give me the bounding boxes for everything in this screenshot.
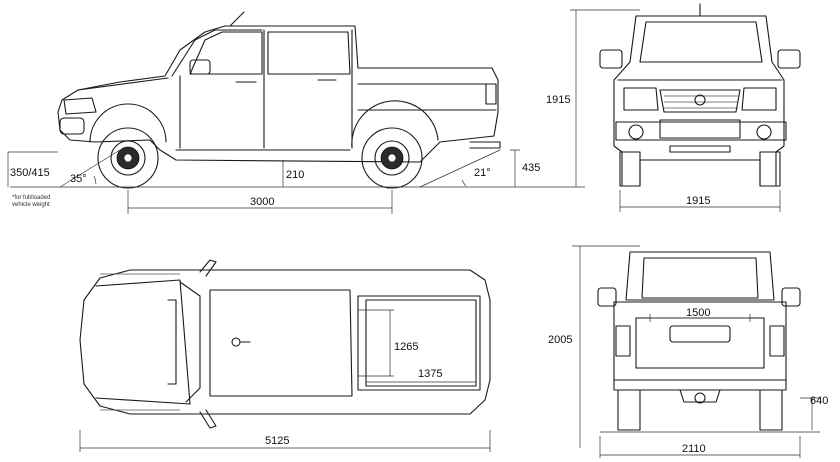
footnote-line1: *for full/loaded <box>12 195 50 201</box>
departure-angle-label: 21° <box>474 167 491 179</box>
bed-length-label: 1375 <box>418 368 442 380</box>
min-clearance-label: 210 <box>286 169 304 181</box>
front-view <box>570 3 801 212</box>
ground-clearance-label: 350/415 <box>10 167 50 179</box>
bed-width-label: 1265 <box>394 341 418 353</box>
side-view <box>7 11 585 214</box>
overall-length-label: 5125 <box>265 435 289 447</box>
hitch-height-label: 640 <box>810 395 828 407</box>
footnote-line2: vehicle weight <box>12 202 50 208</box>
height-rear-label: 2005 <box>548 334 572 346</box>
wheelbase-label: 3000 <box>250 196 274 208</box>
height-label: 1915 <box>546 94 570 106</box>
rear-view <box>572 245 820 458</box>
width-rear-label: 2110 <box>682 443 706 455</box>
width-front-label: 1915 <box>686 195 710 207</box>
cab-rear-width-label: 1500 <box>686 307 710 319</box>
rear-clearance-label: 435 <box>522 162 540 174</box>
approach-angle-label: 35° <box>70 173 87 185</box>
top-view <box>79 259 491 452</box>
